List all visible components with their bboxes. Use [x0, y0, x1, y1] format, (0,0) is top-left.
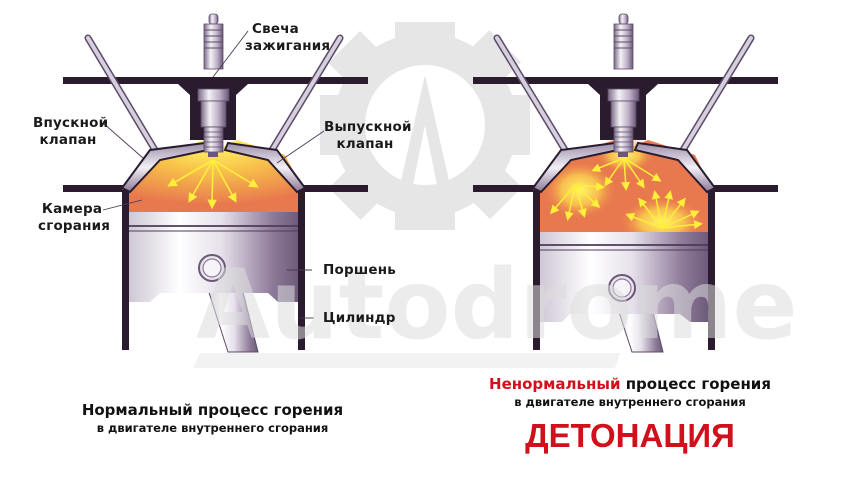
label-intake-valve-line2: клапан	[39, 132, 97, 148]
label-exhaust-valve-line1: Выпускной	[324, 119, 412, 135]
caption-normal-title: Нормальный процесс горения	[81, 401, 344, 419]
label-combustion-chamber-line2: сгорания	[38, 218, 111, 234]
label-combustion-chamber-line1: Камера	[41, 201, 103, 217]
label-combustion-chamber: Камера сгорания	[38, 201, 111, 235]
watermark-logo	[320, 22, 530, 230]
label-intake-valve: Впускной клапан	[33, 115, 109, 149]
flame-arrows-detonation	[550, 157, 703, 230]
piston-right	[540, 232, 708, 353]
label-intake-valve-line1: Впускной	[33, 115, 109, 131]
label-cylinder: Цилиндр	[323, 310, 396, 326]
caption-abnormal-title: Ненормальный процесс горения	[465, 374, 795, 394]
piston-left	[129, 212, 298, 353]
caption-abnormal: Ненормальный процесс горения в двигателе…	[465, 374, 795, 454]
label-spark-plug-line1: Свеча	[252, 21, 299, 37]
caption-normal: Нормальный процесс горения в двигателе в…	[55, 400, 370, 436]
detonation-heading: ДЕТОНАЦИЯ	[525, 417, 735, 454]
label-exhaust-valve-line2: клапан	[336, 136, 394, 152]
spark-plug-left	[197, 13, 230, 157]
caption-normal-subtitle: в двигателе внутреннего сгорания	[96, 421, 329, 435]
right-engine-detonation	[473, 13, 778, 353]
label-spark-plug: Свеча зажигания	[245, 21, 330, 55]
label-spark-plug-line2: зажигания	[245, 38, 331, 54]
flame-arrows-normal	[167, 159, 259, 210]
caption-abnormal-highlight: Ненормальный	[489, 375, 621, 393]
caption-abnormal-subtitle: в двигателе внутреннего сгорания	[514, 395, 746, 409]
caption-abnormal-title-rest: процесс горения	[620, 375, 771, 393]
label-exhaust-valve: Выпускной клапан	[324, 119, 412, 153]
watermark-text: Autodrome	[196, 249, 798, 361]
left-engine-normal	[63, 13, 368, 353]
label-piston: Поршень	[323, 262, 396, 278]
spark-plug-right	[607, 13, 640, 157]
